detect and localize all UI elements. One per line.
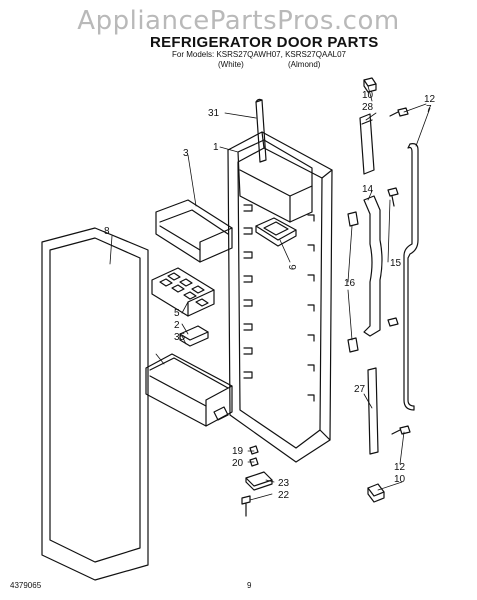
callout-28: 28 <box>362 102 374 113</box>
document-number: 4379065 <box>10 581 42 590</box>
door-bin <box>145 353 233 427</box>
callout-12-bottom: 12 <box>394 462 406 473</box>
variant-white: (White) <box>218 60 244 69</box>
callout-10-bottom: 10 <box>394 474 406 485</box>
callout-15: 15 <box>390 258 402 269</box>
callout-8: 8 <box>104 226 110 237</box>
callout-20: 20 <box>232 458 244 469</box>
callout-7: 7 <box>426 104 432 115</box>
callout-19: 19 <box>232 446 244 457</box>
diagram-title: REFRIGERATOR DOOR PARTS <box>150 34 379 51</box>
callout-labels: 31 1 3 8 6 5 2 35 10 28 12 7 14 15 16 27… <box>104 90 436 501</box>
door-handle <box>403 143 419 411</box>
callout-27: 27 <box>354 384 366 395</box>
callout-2: 2 <box>174 320 180 331</box>
callout-35: 35 <box>174 332 186 343</box>
callout-3: 3 <box>183 148 189 159</box>
dairy-compartment <box>237 139 313 223</box>
clip <box>179 325 209 347</box>
page-number: 9 <box>247 581 252 590</box>
callout-1: 1 <box>213 142 219 153</box>
callout-14: 14 <box>362 184 374 195</box>
models-line: For Models: KSRS27QAWH07, KSRS27QAAL07 <box>172 50 346 59</box>
callout-5: 5 <box>174 308 180 319</box>
leader-lines <box>109 85 431 501</box>
door-liner <box>227 131 333 463</box>
bottom-hinge-plate <box>367 367 379 455</box>
small-bin <box>255 217 297 247</box>
handle-bracket <box>363 195 383 337</box>
watermark: AppliancePartsPros.com <box>77 6 400 36</box>
callout-23: 23 <box>278 478 290 489</box>
callout-31: 31 <box>208 108 220 119</box>
callout-22: 22 <box>278 490 290 501</box>
callout-10-top: 10 <box>362 90 374 101</box>
handle-trim <box>255 98 267 163</box>
door-gasket <box>41 227 149 581</box>
lower-hardware <box>241 445 273 517</box>
bottom-hinge <box>367 483 385 503</box>
egg-tray <box>151 267 215 317</box>
top-hinge <box>359 77 377 175</box>
variant-almond: (Almond) <box>288 60 321 69</box>
screws <box>387 107 411 435</box>
callout-12-top: 12 <box>424 94 436 105</box>
dairy-door <box>155 199 233 263</box>
callout-6: 6 <box>288 264 299 270</box>
brackets <box>347 211 359 353</box>
callout-16: 16 <box>344 278 356 289</box>
